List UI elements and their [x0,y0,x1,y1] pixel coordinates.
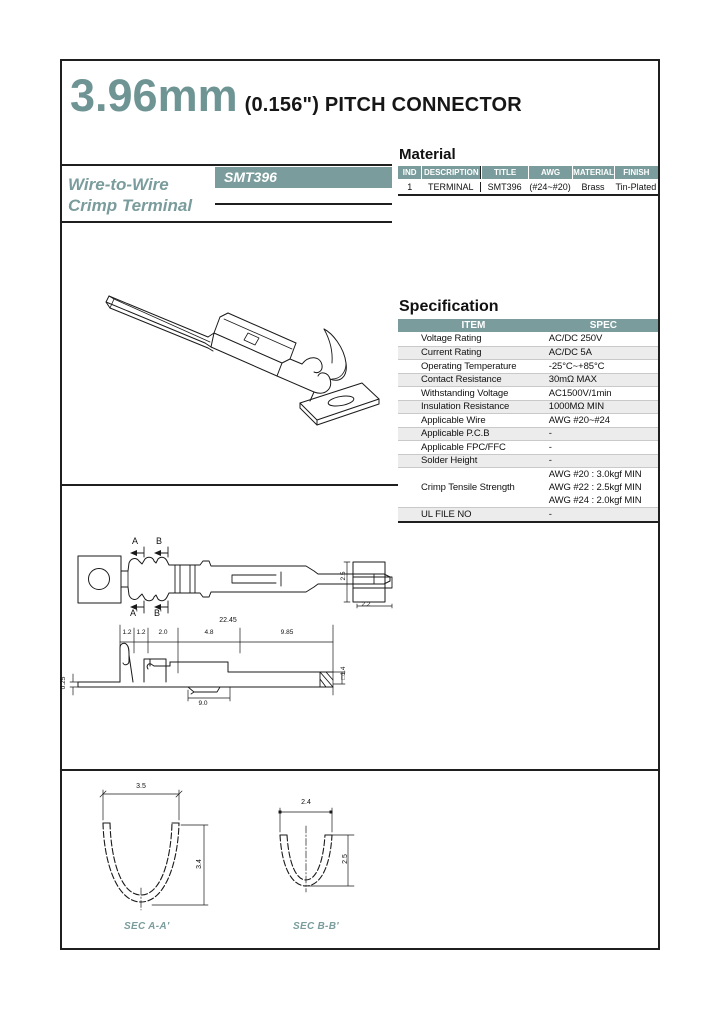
tensile-awg20: AWG #20 : 3.0kgf MIN [548,468,642,480]
product-family-line2: Crimp Terminal [68,196,193,215]
product-family: Wire-to-Wire Crimp Terminal [68,174,192,216]
tensile-awg22: AWG #22 : 2.5kgf MIN [548,481,642,493]
material-awg-value: (#24~#20) [529,181,571,192]
spec-value: AWG #20~#24 [548,414,610,426]
model-underline-1 [215,203,392,205]
specification-table: ITEM SPEC Voltage Rating AC/DC 250V Curr… [398,319,658,523]
material-title-value: SMT396 [487,181,522,192]
spec-item: Withstanding Voltage [421,387,509,399]
spec-row-solder-height: Solder Height - [398,453,658,467]
spec-value: - [548,508,552,520]
pitch-subtitle-text: (0.156") PITCH CONNECTOR [244,94,522,116]
dim-end-view-height: 2.5 [340,571,347,581]
dim-sec-bb-height: 2.5 [342,854,349,864]
dim-sec-bb-width: 2.4 [301,799,311,806]
spec-value: - [548,441,552,453]
spec-item: Current Rating [421,347,482,359]
page-title: 3.96mm (0.156") PITCH CONNECTOR [70,70,522,122]
spec-item: Applicable P.C.B [421,428,490,440]
dim-segment-2: 1.2 [136,629,146,636]
material-table: IND DESCRIPTION TITLE AWG MATERIAL FINIS… [398,166,658,196]
spec-col-item: ITEM [461,320,486,331]
material-col-finish: FINISH [613,166,658,179]
pitch-size-text: 3.96mm [70,70,238,121]
title-divider-line [61,164,392,166]
section-letter-a: A [132,536,139,546]
spec-row-voltage: Voltage Rating AC/DC 250V [398,332,658,346]
dim-segment-3: 2.0 [158,629,168,636]
section-letter-a-prime: A' [130,608,138,618]
dim-lance-length: 9.0 [198,700,208,707]
spec-row-withstanding-voltage: Withstanding Voltage AC1500V/1min [398,386,658,400]
spec-value: - [548,455,552,467]
spec-table-header: ITEM SPEC [398,319,658,332]
divider-dimensions-bottom [61,769,658,771]
spec-item: Solder Height [421,455,478,467]
material-col-material: MATERIAL [572,166,614,179]
page-border [60,59,660,950]
spec-value: - [548,428,552,440]
dim-pin-square: □1.4 [340,666,347,680]
spec-row-applicable-fpc: Applicable FPC/FFC - [398,440,658,454]
material-col-desc: DESCRIPTION [421,166,482,179]
spec-value: AC/DC 5A [548,347,592,359]
material-table-header: IND DESCRIPTION TITLE AWG MATERIAL FINIS… [398,166,658,179]
spec-item: Applicable FPC/FFC [421,441,506,453]
divider-isometric-bottom [61,484,398,486]
spec-value: AC/DC 250V [548,333,603,345]
tensile-awg24: AWG #24 : 2.0kgf MIN [548,495,642,507]
specification-heading: Specification [399,298,499,315]
dim-segment-1: 1.2 [122,629,132,636]
product-panel-bottom-line [61,221,392,223]
material-col-ind: IND [402,168,417,177]
dim-material-thickness: 0.25 [60,676,67,690]
material-heading: Material [399,146,456,163]
section-views-drawing [99,789,355,911]
spec-row-contact-resistance: Contact Resistance 30mΩ MAX [398,372,658,386]
material-finish-value: Tin-Plated [615,181,657,192]
product-family-line1: Wire-to-Wire [68,175,169,194]
model-number-bar: SMT396 [215,167,392,188]
spec-row-applicable-pcb: Applicable P.C.B - [398,426,658,440]
dim-sec-aa-height: 3.4 [196,859,203,869]
spec-value: 30mΩ MAX [548,374,597,386]
material-col-awg: AWG [527,166,572,179]
spec-row-applicable-wire: Applicable Wire AWG #20~#24 [398,413,658,427]
material-ind-value: 1 [407,181,413,192]
spec-row-ul-file: UL FILE NO - [398,507,658,521]
material-col-title: TITLE [481,166,528,179]
sec-bb-label: SEC B-B' [293,921,339,932]
material-material-value: Brass [581,181,605,192]
dimension-views-drawing [69,546,393,702]
spec-item: UL FILE NO [421,508,472,520]
isometric-terminal-drawing [105,295,380,426]
section-letter-b-prime: B' [154,608,162,618]
dim-segment-4: 4.8 [204,629,214,636]
spec-value-multiline: AWG #20 : 3.0kgf MIN AWG #22 : 2.5kgf MI… [549,468,658,508]
material-desc-value: TERMINAL [421,181,482,192]
spec-row-crimp-tensile: Crimp Tensile Strength AWG #20 : 3.0kgf … [398,467,658,507]
dim-overall-length: 22.45 [219,617,237,624]
spec-row-current: Current Rating AC/DC 5A [398,345,658,359]
spec-row-insulation-resistance: Insulation Resistance 1000MΩ MIN [398,399,658,413]
dim-sec-aa-width: 3.5 [136,783,146,790]
spec-item: Voltage Rating [421,333,482,345]
spec-value: -25°C~+85°C [548,360,605,372]
dim-segment-5: 9.85 [280,629,294,636]
spec-col-spec: SPEC [589,320,617,331]
spec-item: Crimp Tensile Strength [421,482,515,493]
dim-end-view-width: 2.2 [361,601,371,608]
sec-aa-label: SEC A-A' [124,921,170,932]
spec-row-temperature: Operating Temperature -25°C~+85°C [398,359,658,373]
spec-value: 1000MΩ MIN [548,401,604,413]
section-letter-b: B [156,536,163,546]
spec-item: Contact Resistance [421,374,502,386]
spec-table-body: Voltage Rating AC/DC 250V Current Rating… [398,332,658,521]
spec-item: Applicable Wire [421,414,486,426]
spec-value: AC1500V/1min [548,387,612,399]
spec-item: Insulation Resistance [421,401,510,413]
material-table-row: 1 TERMINAL SMT396 (#24~#20) Brass Tin-Pl… [398,179,658,194]
spec-item: Operating Temperature [421,360,517,372]
